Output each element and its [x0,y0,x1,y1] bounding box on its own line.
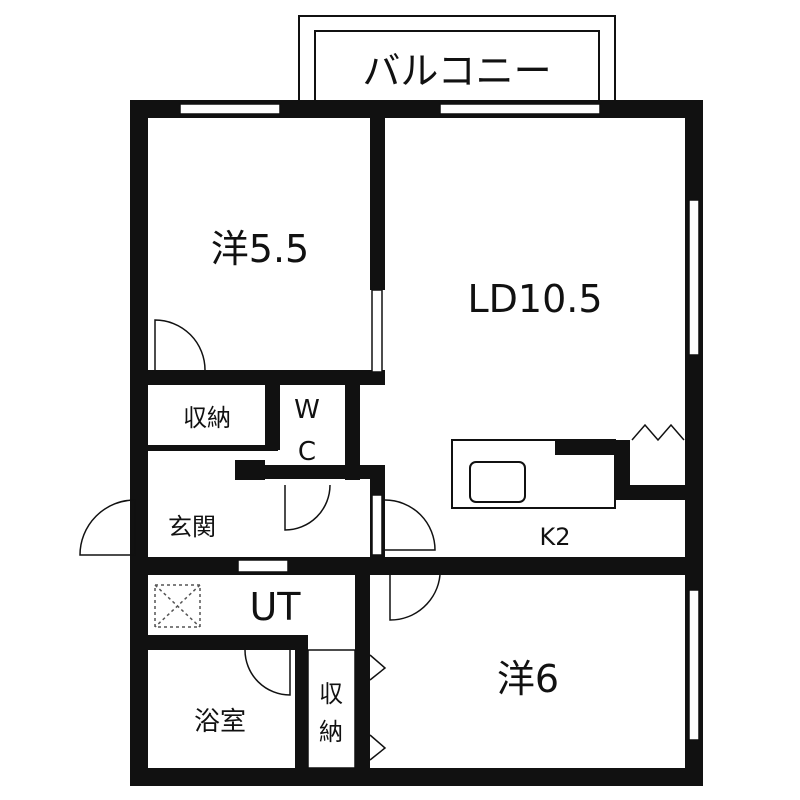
closet-doors [369,423,685,761]
room-label-utility: UT [249,585,301,629]
room-label-western-6: 洋6 [497,657,559,701]
doors [79,319,441,696]
room-label-ld: LD10.5 [467,277,602,321]
room-label-wc-c: C [298,437,316,467]
interior-walls [130,118,703,768]
room-label-western-5-5: 洋5.5 [211,227,309,271]
room-label-kitchen: K2 [539,523,570,551]
interior-openings [237,289,383,769]
windows [179,103,700,741]
room-label-closet: 収納 [183,404,231,432]
kitchen-counter [451,439,616,509]
room-label-closet-2-bottom: 納 [319,718,343,746]
room-label-bathroom: 浴室 [194,707,246,737]
room-label-entrance: 玄関 [168,513,216,541]
balcony-label: バルコニー [362,49,551,93]
washer-space [154,584,201,628]
room-label-wc-w: W [294,395,320,425]
room-label-closet-2-top: 収 [319,680,343,708]
